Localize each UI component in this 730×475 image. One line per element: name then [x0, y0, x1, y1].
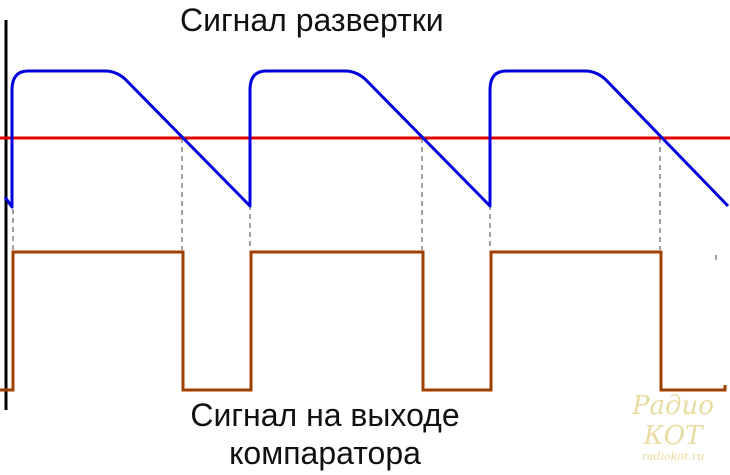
watermark-logo: Радио КОТ radiokot.ru [630, 391, 716, 463]
sweep-signal-title: Сигнал развертки [180, 2, 444, 38]
comparator-output-title-line2: компаратора [229, 435, 421, 471]
watermark-main-text: Радио КОТ [632, 391, 714, 451]
comparator-output-title-line1: Сигнал на выходе [190, 397, 460, 433]
comparator-output-title: Сигнал на выходе компаратора [0, 396, 650, 472]
comparator-output-waveform [0, 250, 727, 392]
sweep-signal-waveform [3, 69, 730, 209]
watermark-sub-text: radiokot.ru [641, 450, 705, 463]
guide-lines [12, 138, 717, 260]
